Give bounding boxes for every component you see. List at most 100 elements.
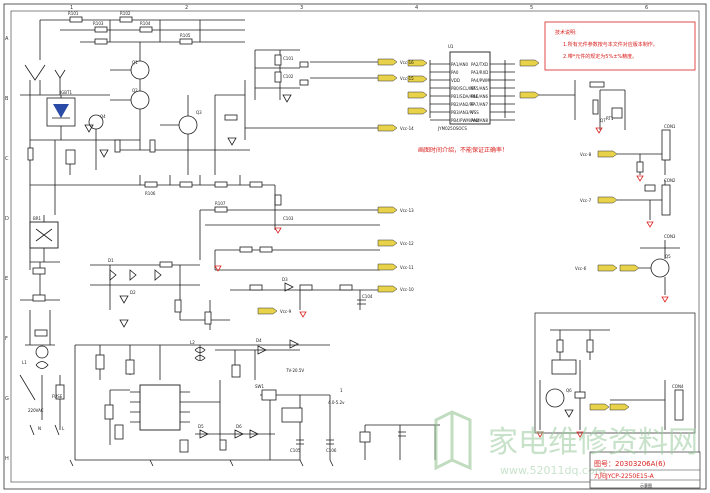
ref-sw1: SW1: [255, 384, 264, 389]
mcu-pin-l7: PB3/AN3/PF: [451, 110, 475, 115]
title-drawing-no: 图号：20303206A(6): [594, 460, 666, 468]
ref-q2: Q2: [132, 88, 138, 93]
ref-d3: D3: [282, 277, 288, 282]
ref-r105: R105: [180, 33, 191, 38]
power-stage: [19, 16, 275, 436]
mcu-pin-r6: PA7/AN7: [471, 102, 489, 107]
ruler-row-d: D: [5, 216, 9, 222]
ref-l1: L1: [22, 360, 27, 365]
warning-note: 画图时间介绍，不能保证正确率！: [418, 146, 508, 154]
watermark: 家电维修资料网 www.52011dq.com: [434, 410, 698, 477]
ref-c102: C102: [283, 74, 294, 79]
ruler-col-3: 3: [300, 5, 303, 11]
ref-q6: Q6: [566, 388, 572, 393]
mcu-pin-l1: PA1/AN0: [451, 62, 469, 67]
mcu-pin-r7: VSS: [471, 110, 479, 115]
ref-q7: Q7: [600, 118, 606, 123]
con-4-label: CON4: [672, 384, 684, 389]
bridge-rectifier: [29, 221, 59, 249]
component-refs: IGBT1 Q1 Q2 Q3 Q4 Q5 Q6 Q7 D1 D2 D3 D4 D…: [22, 11, 671, 453]
watermark-url: www.52011dq.com: [500, 464, 605, 477]
ruler-col-5: 5: [530, 5, 533, 11]
signal-block: [90, 49, 380, 330]
mcu-pin-l5: PB1/SDA/AN1: [451, 94, 478, 99]
net-vcc-6: Vcc-6: [575, 266, 587, 271]
ref-rt1: RT1: [606, 116, 614, 121]
mcu-pin-l3: VDD: [451, 78, 460, 83]
ref-q1: Q1: [132, 60, 138, 65]
mcu-ref: U1: [448, 44, 454, 49]
ref-c101: C101: [283, 56, 294, 61]
watermark-text: 家电维修资料网: [488, 425, 698, 460]
mcu-u1: U1 JYM025OSOCS PA1/AN0 PA0 VDD PB0/SCL/I…: [429, 44, 515, 131]
ref-c104: C104: [362, 294, 373, 299]
ref-igbt1: IGBT1: [60, 90, 72, 95]
annotation-marker-n: N: [38, 426, 41, 431]
mcu-pin-r3: PA4/PWM: [471, 78, 490, 83]
ref-r104: R104: [140, 21, 151, 26]
ref-q5: Q5: [665, 254, 671, 259]
ref-d2: D2: [130, 290, 136, 295]
ruler-row-b: B: [5, 96, 9, 102]
title-model: 九阳JYCP-2250E15-A: [594, 472, 655, 480]
mcu-pin-l2: PA0: [451, 70, 459, 75]
net-flags: Vcc-16 Vcc-15 Vcc-14 Vcc-13 Vcc-12 Vcc-1…: [245, 58, 640, 411]
ref-d4: D4: [256, 338, 262, 343]
net-vcc-8: Vcc-8: [580, 152, 592, 157]
annotation-mains: 220VAC: [28, 408, 44, 413]
net-vcc-9: Vcc-9: [280, 309, 292, 314]
annotation-marker-l: L: [62, 426, 65, 431]
annotation-mark-1: 1: [340, 388, 343, 393]
switching-supply: [69, 339, 440, 467]
sheet-frame: [3, 3, 707, 490]
right-block: [534, 80, 696, 438]
con-2-label: CON2: [664, 178, 676, 183]
ref-br1: BR1: [33, 216, 42, 221]
ruler-row-c: C: [5, 156, 9, 162]
ruler-col-1: 1: [70, 5, 73, 11]
annotation-voltage-b: 7V-20.5V: [286, 368, 304, 373]
net-vcc-11: Vcc-11: [400, 265, 414, 270]
ref-d1: D1: [108, 258, 114, 263]
ref-r106: R106: [145, 191, 156, 196]
mcu-pin-l8: PB4/PWM/AN4: [451, 118, 480, 123]
ref-r101: R101: [68, 11, 79, 16]
ref-c105: C105: [290, 448, 301, 453]
ref-r107: R107: [215, 201, 226, 206]
tech-notes-title: 技术说明:: [555, 29, 577, 36]
title-block: 图号：20303206A(6) 九阳JYCP-2250E15-A 示意图: [589, 451, 701, 489]
ref-fuse: FUSE: [52, 394, 63, 399]
net-vcc-15: Vcc-15: [400, 76, 414, 81]
tech-note-1: 1.所有元件参数按与本文件对应版本制作。: [563, 41, 658, 48]
net-vcc-16: Vcc-16: [400, 60, 414, 65]
ref-r102: R102: [120, 11, 131, 16]
pwm-controller-ic: [130, 384, 190, 431]
mcu-pin-r4: PA5/AN5: [471, 86, 489, 91]
tech-notes-box: 技术说明: 1.所有元件参数按与本文件对应版本制作。 2.带*元件的规定为5%±…: [544, 21, 696, 71]
connector-labels: CON1 CON2 CON3 CON4: [664, 124, 684, 389]
ruler-rows: A B C D E F G H: [5, 36, 9, 462]
ruler-columns: 1 2 3 4 5 6: [70, 5, 648, 11]
mcu-pin-l6: PB2/AN2/PF: [451, 102, 475, 107]
ruler-row-f: F: [5, 336, 8, 342]
ref-d6: D6: [236, 424, 242, 429]
ref-c103: C103: [283, 216, 294, 221]
ruler-col-2: 2: [185, 5, 188, 11]
ref-q3: Q3: [196, 110, 202, 115]
igbt-q1: [46, 97, 76, 127]
net-vcc-14: Vcc-14: [400, 126, 414, 131]
con-3-label: CON3: [664, 234, 676, 239]
net-vcc-7: Vcc-7: [580, 198, 592, 203]
mcu-pin-r1: PA2/TXD: [471, 62, 488, 67]
net-vcc-12: Vcc-12: [400, 241, 414, 246]
ref-d5: D5: [198, 424, 204, 429]
ref-q4: Q4: [100, 114, 106, 119]
annotations: 1 4.0-5.2v 7V-20.5V 220VAC N L: [28, 368, 345, 431]
net-vcc-13: Vcc-13: [400, 208, 414, 213]
ref-r103: R103: [93, 21, 104, 26]
title-sheet: 示意图: [640, 482, 652, 488]
ruler-row-e: E: [5, 276, 8, 282]
net-vcc-10: Vcc-10: [400, 287, 414, 292]
mcu-pin-r8: PA0/AN8: [471, 118, 489, 123]
